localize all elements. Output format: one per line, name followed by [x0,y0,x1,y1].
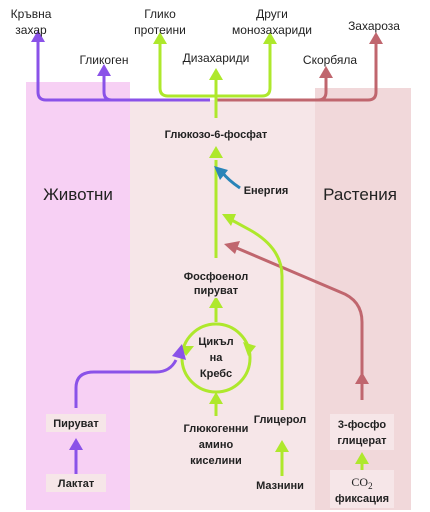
node-glucogenic-3: киселини [190,455,242,467]
node-pep-2: пируват [194,285,239,297]
red-distribution-line [216,40,378,102]
node-pyruvate: Пируват [53,418,99,430]
node-fixation: фиксация [335,493,389,505]
animal-region-bg [26,82,130,510]
purple-distribution-line [36,38,210,102]
node-krebs-1: Цикъл [198,336,233,348]
green-arrowhead-co2 [355,452,369,464]
krebs-arrowhead-left [180,346,194,356]
co2-text: CO [351,475,368,489]
node-glucogenic-1: Глюкогенни [184,423,249,435]
co2-box [330,470,394,508]
node-pga-2: глицерат [337,435,387,447]
green-arrowhead-amino [209,392,223,404]
green-arrowhead-glycoproteins [153,32,167,44]
node-krebs-3: Кребс [200,368,232,380]
purple-arrowhead-pyruvate [69,438,83,450]
red-arrowhead-sucrose [369,32,383,44]
red-arrowhead-pga [355,372,369,384]
label-starch: Скорбяла [303,53,358,67]
lactate-box [46,474,106,492]
label-other-mono-1: Други [256,7,288,21]
purple-arrowhead-blood-sugar [31,30,45,42]
green-glycerol-line [227,216,284,410]
red-photosynthesis-line [231,244,364,400]
pep-box [180,266,252,298]
label-glycoproteins-2: протеини [134,23,186,37]
green-arrowhead-pep [209,296,223,308]
pyruvate-box [46,414,106,432]
node-glycerol: Глицерол [254,414,306,426]
node-energy: Енергия [244,185,289,197]
node-pep-1: Фосфоенол [184,271,248,283]
node-glucogenic-2: амино [199,439,234,451]
node-co2: CO2 [351,475,372,491]
green-arrowhead-other-mono [263,32,277,44]
green-arrowhead-fats [275,440,289,452]
green-arrowhead-disaccharides [209,68,223,80]
fats-box [248,476,312,494]
label-glycogen: Гликоген [79,53,128,67]
glycerol-box [248,410,312,428]
label-blood-sugar-1: Кръвна [11,7,52,21]
green-arrowhead-glycerol-join [222,214,236,226]
pga-box [330,414,394,450]
red-arrowhead-starch [319,66,333,78]
glucogenic-box [176,418,256,470]
krebs-arrowhead-right [243,342,256,356]
red-branch-starch [317,76,328,102]
g6p-box [156,124,276,144]
red-arrowhead-center [224,241,240,254]
region-label-animals: Животни [43,185,113,204]
node-g6p: Глюкозо-6-фосфат [165,129,268,141]
green-arrowhead-g6p [209,146,223,158]
label-glycoproteins-1: Глико [144,7,176,21]
label-blood-sugar-2: захар [15,23,47,37]
purple-arrowhead-krebs [172,344,186,360]
node-lactate: Лактат [58,478,95,490]
blue-arrowhead [214,166,228,180]
node-krebs-2: на [210,352,224,364]
label-other-mono-2: монозахариди [232,23,312,37]
label-sucrose: Захароза [348,19,400,33]
purple-arrowhead-glycogen [97,64,111,76]
region-label-plants: Растения [323,185,397,204]
node-fats: Мазнини [256,480,304,492]
co2-subscript: 2 [368,481,373,491]
purple-branch-glycogen [102,74,113,102]
node-pga-1: 3-фосфо [338,419,386,431]
label-disaccharides: Дизахариди [183,51,250,65]
purple-pyruvate-line [74,359,178,408]
